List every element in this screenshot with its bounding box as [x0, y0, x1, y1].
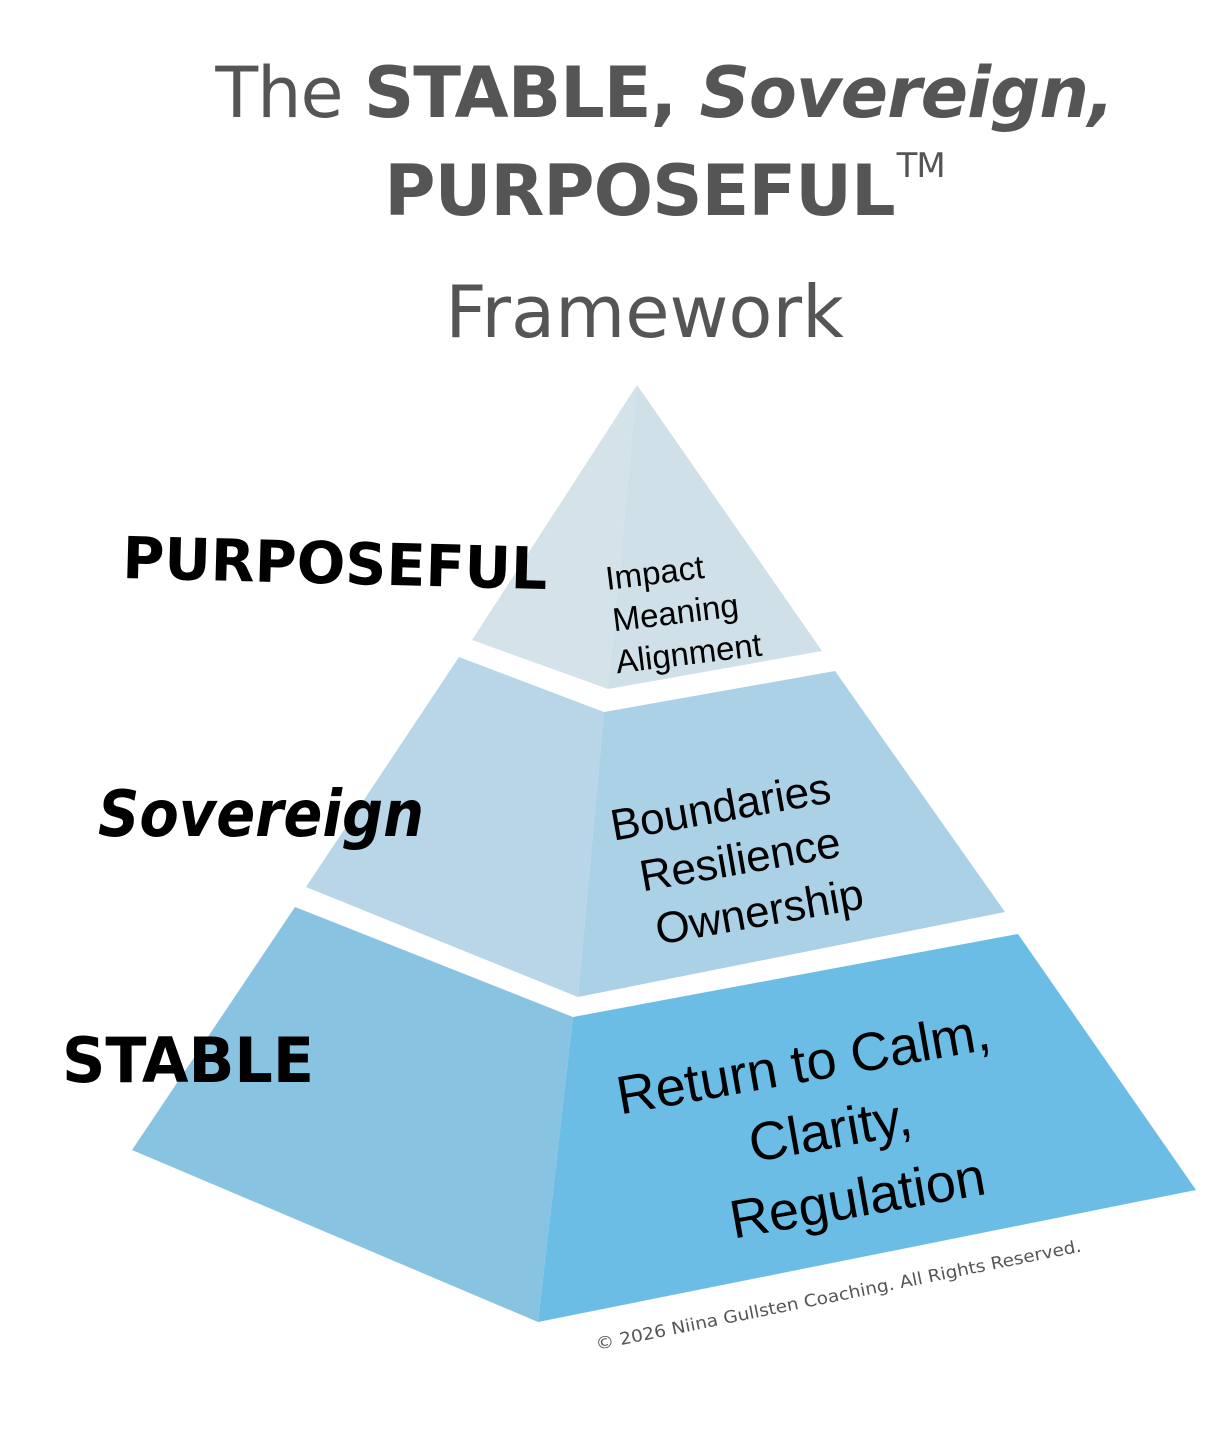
title-line-2: PURPOSEFULTM — [60, 146, 1209, 232]
tier-label-stable: STABLE — [62, 1024, 314, 1097]
tier-purposeful-left-face — [472, 385, 637, 689]
tier-purposeful-right-face — [608, 385, 822, 689]
tier-sovereign-left-face — [306, 657, 604, 997]
tier-label-purposeful: PURPOSEFUL — [122, 524, 549, 603]
tier-stable-left-face — [132, 907, 573, 1322]
title-prefix: The — [215, 52, 364, 134]
tier-stable-right-face — [538, 934, 1196, 1322]
title-purposeful: PURPOSEFUL — [384, 150, 895, 232]
title-stable: STABLE, — [363, 52, 677, 134]
trademark-mark: TM — [896, 146, 946, 186]
tier-label-sovereign: Sovereign — [98, 778, 424, 852]
tier-stable — [132, 907, 1196, 1322]
tier-sovereign — [306, 657, 1005, 997]
title-sovereign: Sovereign, — [676, 52, 1114, 134]
title-line-1: The STABLE, Sovereign, — [60, 52, 1209, 134]
tier-sovereign-right-face — [578, 671, 1005, 997]
title-framework: Framework — [445, 270, 844, 354]
tier-purposeful — [472, 385, 822, 689]
